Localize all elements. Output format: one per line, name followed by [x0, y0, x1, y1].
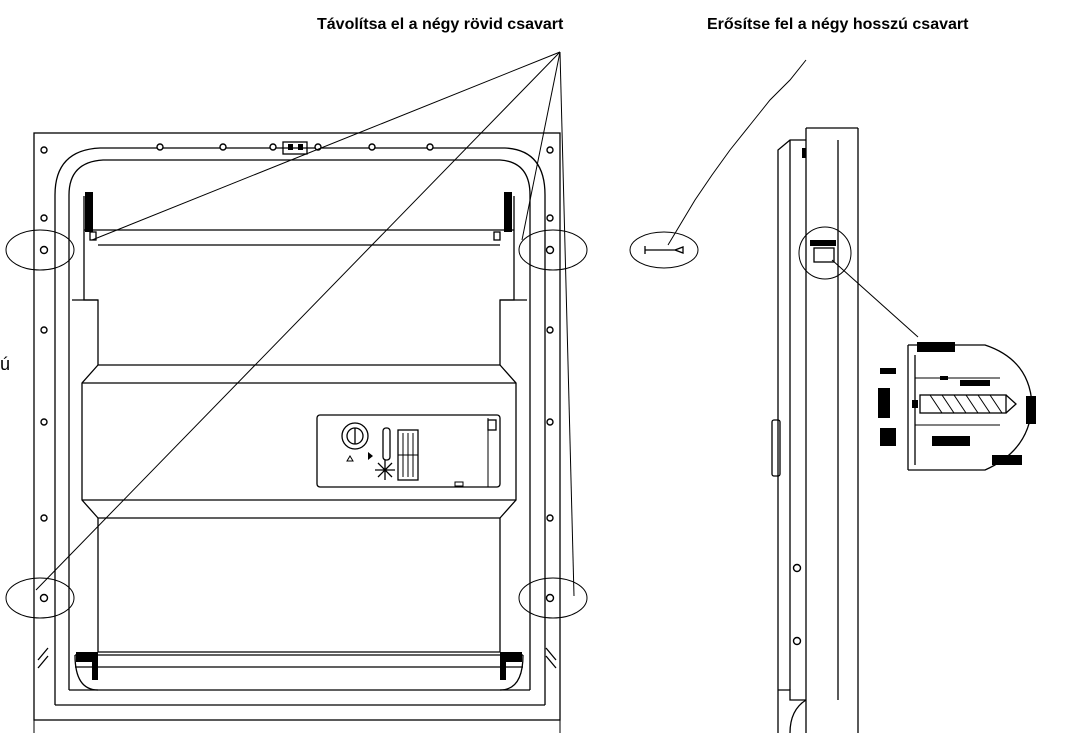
door-side-view [771, 127, 919, 733]
stopper-top-right [504, 192, 512, 232]
long-screw-icon [644, 246, 684, 254]
door-latch [282, 141, 308, 155]
short-screws [39, 245, 555, 603]
door-outer-frame [33, 132, 561, 721]
long-screw-callout [629, 59, 807, 269]
stopper-bottom-left [76, 652, 98, 662]
stopper-bottom-right [500, 652, 522, 662]
door-front-view [5, 51, 588, 733]
label-fasten-long-screws: Erősítse fel a négy hosszú csavart [707, 16, 969, 33]
leader-line-detail [831, 259, 919, 338]
long-screw-ellipse [629, 231, 699, 269]
leader-line-long-screw [667, 59, 807, 246]
leader-lines-short-screws [35, 51, 575, 597]
stopper-top-left [85, 192, 93, 232]
screw-highlight-ellipses [5, 229, 588, 619]
side-view-screw-circle [798, 226, 852, 280]
label-cropped-left-text: ú [0, 354, 11, 374]
frame-screws [40, 143, 554, 522]
screw-detail-zoom [878, 342, 1036, 471]
detergent-dispenser [316, 414, 501, 488]
label-remove-short-screws: Távolítsa el a négy rövid csavart [317, 16, 564, 33]
door-inner-outline [54, 147, 546, 675]
